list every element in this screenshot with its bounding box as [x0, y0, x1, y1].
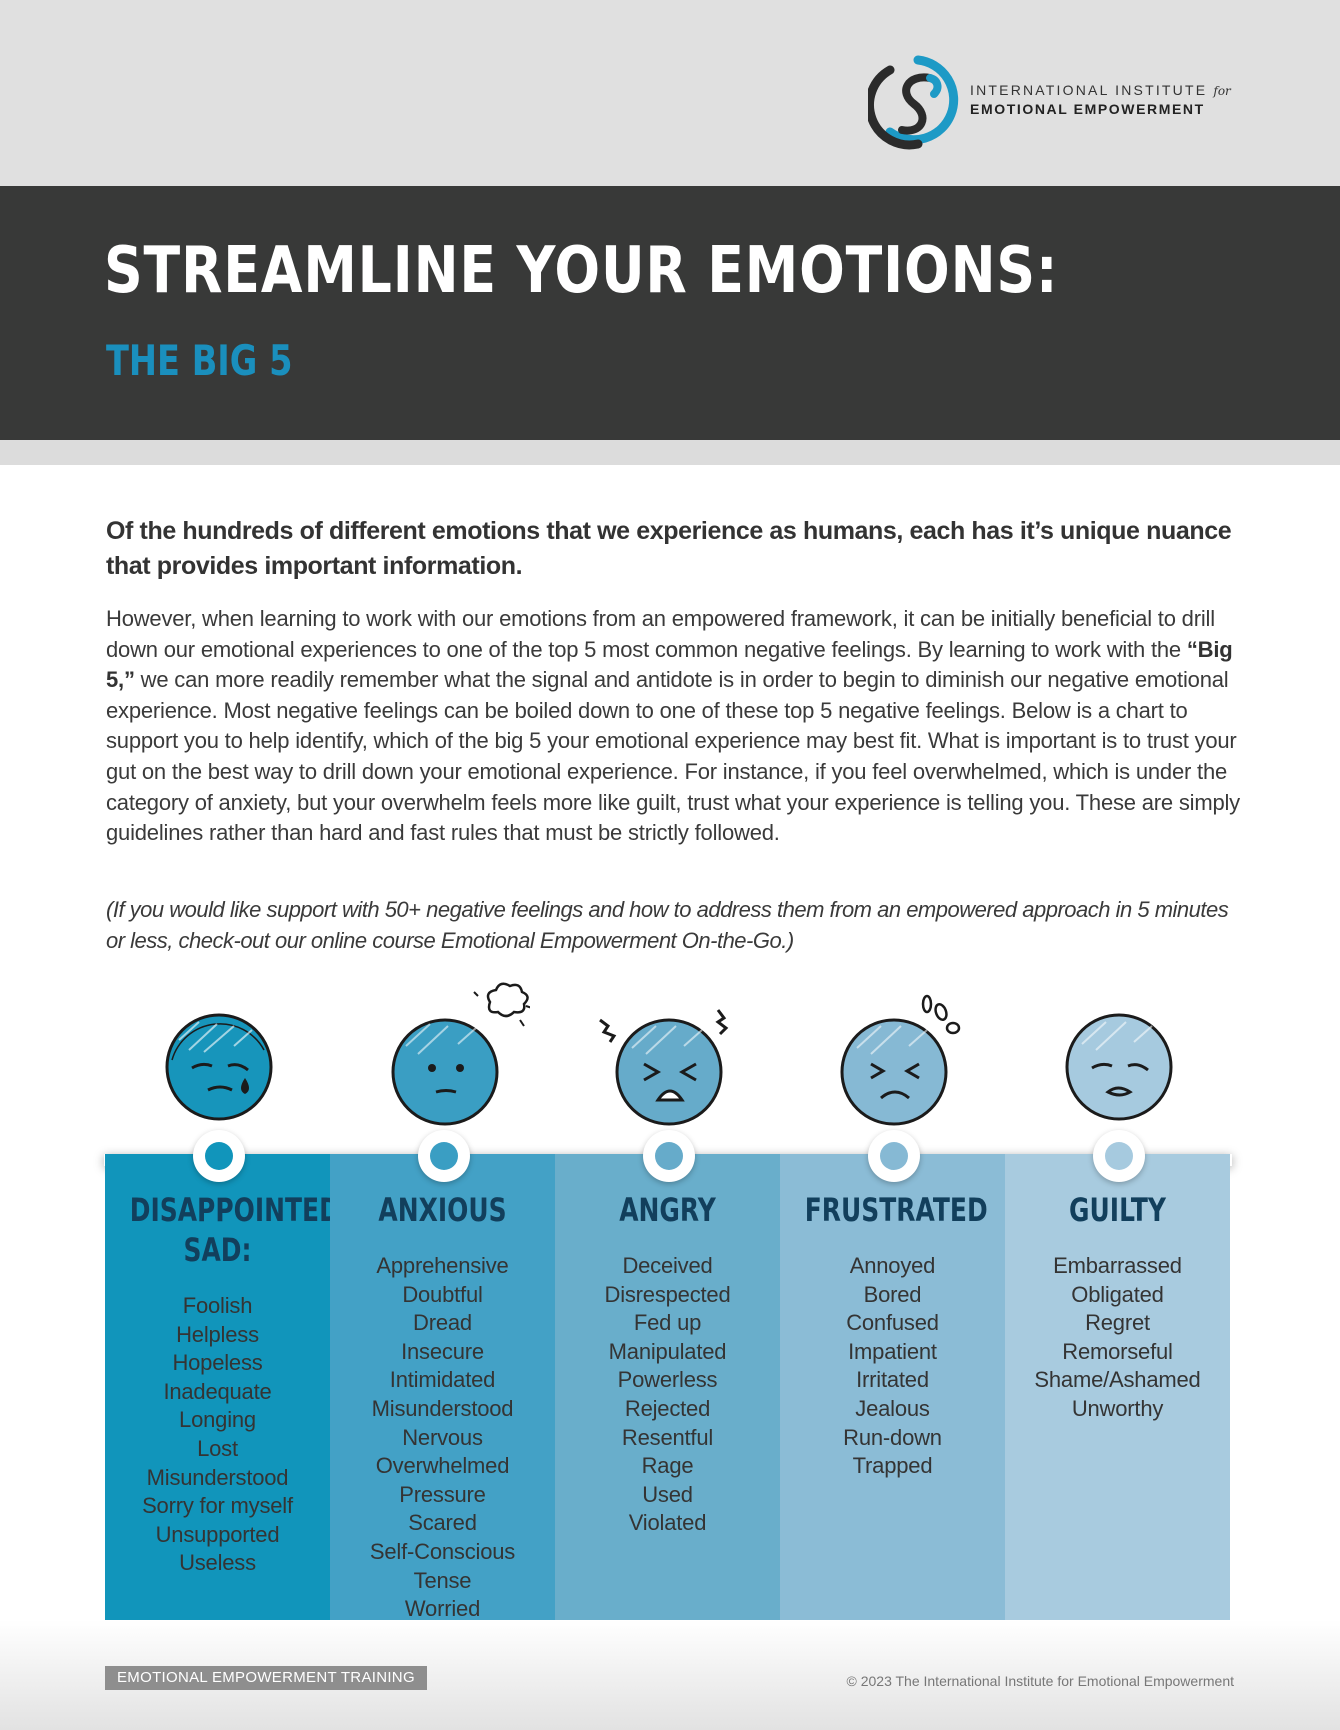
column-marker-frustrated	[868, 1130, 920, 1182]
column-heading: FRUSTRATED	[804, 1191, 988, 1229]
logo-line-2: EMOTIONAL EMPOWERMENT	[970, 101, 1205, 117]
list-item: Unsupported	[155, 1521, 280, 1547]
emotion-column-guilty: GUILTY Embarrassed Obligated Regret Remo…	[1005, 1154, 1230, 1634]
logo-for: for	[1213, 84, 1231, 98]
crying-face-icon	[134, 980, 304, 1140]
list-item: Disrespected	[604, 1281, 731, 1307]
column-heading: DISAPPOINTED/ SAD:	[129, 1191, 349, 1269]
feeling-list: Annoyed Bored Confused Impatient Irritat…	[780, 1252, 1005, 1481]
list-item: Nervous	[402, 1424, 483, 1450]
guilty-face-icon	[1034, 980, 1204, 1140]
list-item: Violated	[628, 1510, 707, 1536]
course-note: (If you would like support with 50+ nega…	[106, 897, 1229, 953]
column-marker-anxious	[418, 1130, 470, 1182]
title-band	[0, 186, 1340, 440]
big-5-emphasis: “Big 5,”	[106, 636, 1233, 693]
list-item: Manipulated	[608, 1338, 727, 1364]
list-item: Used	[642, 1481, 693, 1507]
list-item: Fed up	[633, 1310, 702, 1336]
list-item: Rage	[641, 1453, 694, 1479]
feeling-list: Foolish Helpless Hopeless Inadequate Lon…	[105, 1292, 330, 1578]
list-item: Lost	[197, 1435, 238, 1461]
column-heading: ANGRY	[619, 1191, 716, 1229]
list-item: Dread	[413, 1310, 472, 1336]
list-item: Insecure	[401, 1338, 484, 1364]
footer-copyright: © 2023 The International Institute for E…	[846, 1673, 1235, 1689]
logo-mark-icon	[868, 55, 959, 150]
column-heading: ANXIOUS	[378, 1191, 507, 1229]
list-item: Foolish	[182, 1293, 253, 1318]
list-item: Shame/Ashamed	[1034, 1367, 1201, 1393]
page-subtitle: THE BIG 5	[106, 336, 293, 385]
list-item: Inadequate	[163, 1378, 272, 1404]
list-item: Intimidated	[389, 1367, 496, 1393]
list-item: Hopeless	[172, 1350, 263, 1376]
list-item: Remorseful	[1062, 1338, 1173, 1364]
emotion-column-angry: ANGRY Deceived Disrespected Fed up Manip…	[555, 1154, 780, 1634]
emotion-faces	[0, 980, 1340, 1140]
list-item: Confused	[846, 1310, 939, 1336]
header-band	[0, 0, 1340, 186]
logo-wordmark: INTERNATIONAL INSTITUTE for EMOTIONAL EM…	[970, 82, 1231, 117]
intro-body: However, when learning to work with our …	[106, 606, 1240, 846]
list-item: Jealous	[855, 1395, 930, 1421]
angry-face-icon	[584, 980, 754, 1140]
list-item: Misunderstood	[371, 1395, 514, 1421]
emotion-column-frustrated: FRUSTRATED Annoyed Bored Confused Impati…	[780, 1154, 1005, 1634]
feeling-list: Embarrassed Obligated Regret Remorseful …	[1005, 1252, 1230, 1424]
title-band-underline	[0, 440, 1340, 465]
footer-training-badge: EMOTIONAL EMPOWERMENT TRAINING	[105, 1666, 427, 1690]
list-item: Doubtful	[402, 1281, 483, 1307]
column-marker-sad	[193, 1130, 245, 1182]
list-item: Resentful	[621, 1424, 714, 1450]
list-item: Useless	[179, 1550, 256, 1576]
intro-lead: Of the hundreds of different emotions th…	[106, 517, 1232, 580]
list-item: Worried	[404, 1596, 481, 1622]
list-item: Irritated	[856, 1367, 929, 1393]
column-marker-angry	[643, 1130, 695, 1182]
feeling-list: Apprehensive Doubtful Dread Insecure Int…	[330, 1252, 555, 1624]
list-item: Bored	[863, 1281, 922, 1307]
list-item: Regret	[1085, 1310, 1150, 1336]
list-item: Helpless	[176, 1321, 259, 1347]
frustrated-face-icon	[809, 980, 979, 1140]
list-item: Apprehensive	[376, 1253, 509, 1278]
feeling-list: Deceived Disrespected Fed up Manipulated…	[555, 1252, 780, 1538]
list-item: Sorry for myself	[142, 1493, 293, 1519]
column-heading: GUILTY	[1069, 1191, 1166, 1229]
list-item: Pressure	[399, 1481, 486, 1507]
list-item: Scared	[408, 1510, 477, 1536]
list-item: Powerless	[617, 1367, 718, 1393]
page-title: STREAMLINE YOUR EMOTIONS:	[104, 234, 1059, 308]
list-item: Rejected	[624, 1395, 711, 1421]
list-item: Impatient	[848, 1338, 937, 1364]
list-item: Trapped	[852, 1453, 933, 1479]
list-item: Tense	[413, 1567, 472, 1593]
emotion-column-anxious: ANXIOUS Apprehensive Doubtful Dread Inse…	[330, 1154, 555, 1634]
list-item: Self-Conscious	[369, 1538, 516, 1564]
list-item: Overwhelmed	[375, 1453, 510, 1479]
list-item: Embarrassed	[1053, 1253, 1182, 1278]
list-item: Annoyed	[849, 1253, 936, 1278]
emotion-column-sad: DISAPPOINTED/ SAD: Foolish Helpless Hope…	[105, 1154, 349, 1634]
list-item: Deceived	[622, 1253, 713, 1278]
list-item: Misunderstood	[146, 1464, 289, 1490]
logo-line-1: INTERNATIONAL INSTITUTE for	[970, 82, 1231, 98]
list-item: Unworthy	[1071, 1395, 1164, 1421]
institute-logo: INTERNATIONAL INSTITUTE for EMOTIONAL EM…	[868, 52, 1248, 152]
list-item: Run-down	[843, 1424, 942, 1450]
list-item: Longing	[179, 1407, 256, 1433]
list-item: Obligated	[1071, 1281, 1164, 1307]
anxious-face-icon	[360, 980, 530, 1140]
column-marker-guilty	[1093, 1130, 1145, 1182]
